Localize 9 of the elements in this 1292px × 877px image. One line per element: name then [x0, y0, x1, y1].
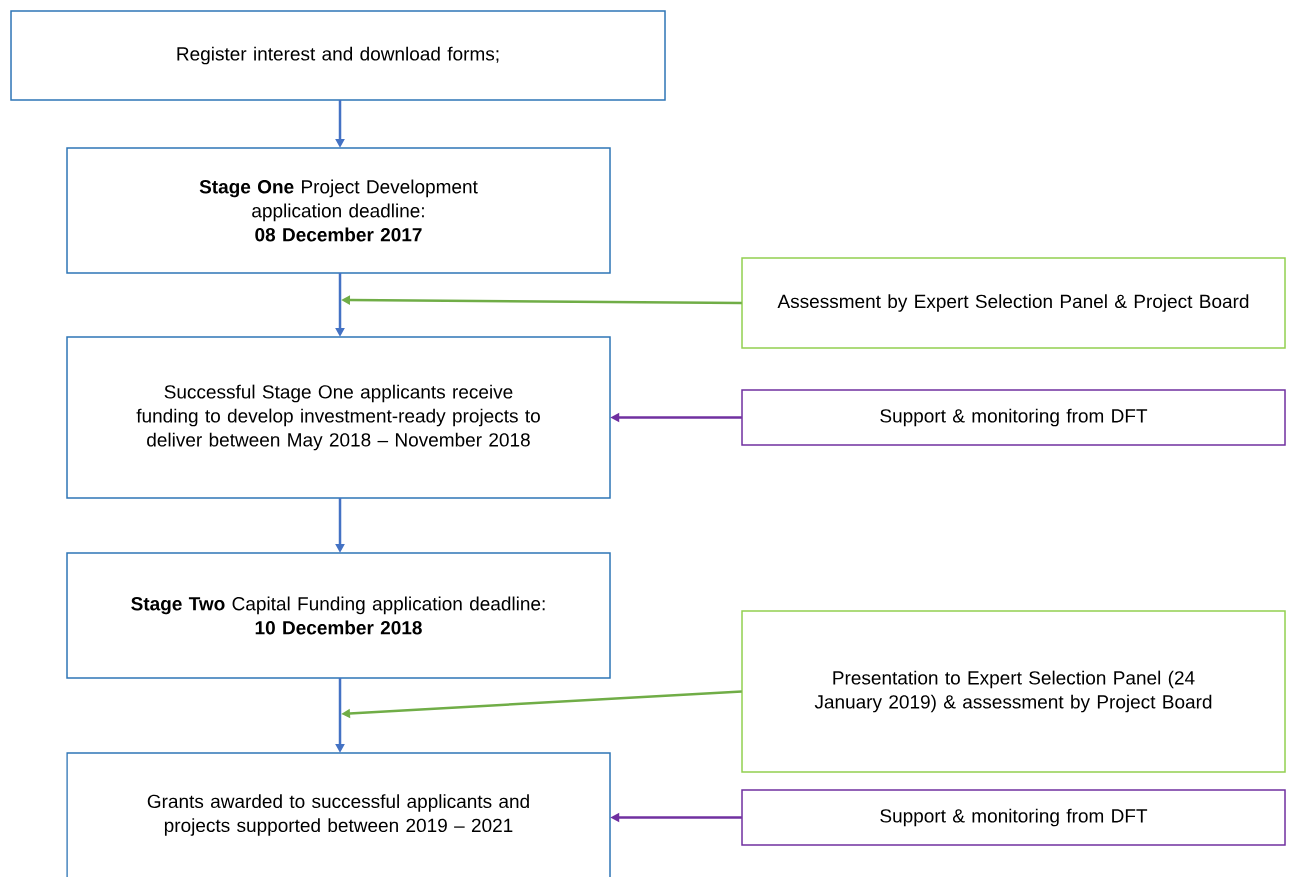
process-box: Stage Two Capital Funding application deadline: 10 December 2018: [66, 552, 611, 679]
process-box: Successful Stage One applicants receive funding to develop investment-ready projects to deliver between May 2018 – November 2018: [66, 336, 611, 499]
process-box: Register interest and download forms;: [10, 10, 666, 101]
process-box: Grants awarded to successful applicants and projects supported between 2019 – 2021: [66, 752, 611, 877]
process-box: Presentation to Expert Selection Panel (24 January 2019) & assessment by Project Board: [741, 610, 1286, 773]
process-box: Support & monitoring from DFT: [741, 789, 1286, 846]
process-box: Stage One Project Development application deadline: 08 December 2017: [66, 147, 611, 274]
process-box: Assessment by Expert Selection Panel & Project Board: [741, 257, 1286, 349]
process-box: Support & monitoring from DFT: [741, 389, 1286, 446]
